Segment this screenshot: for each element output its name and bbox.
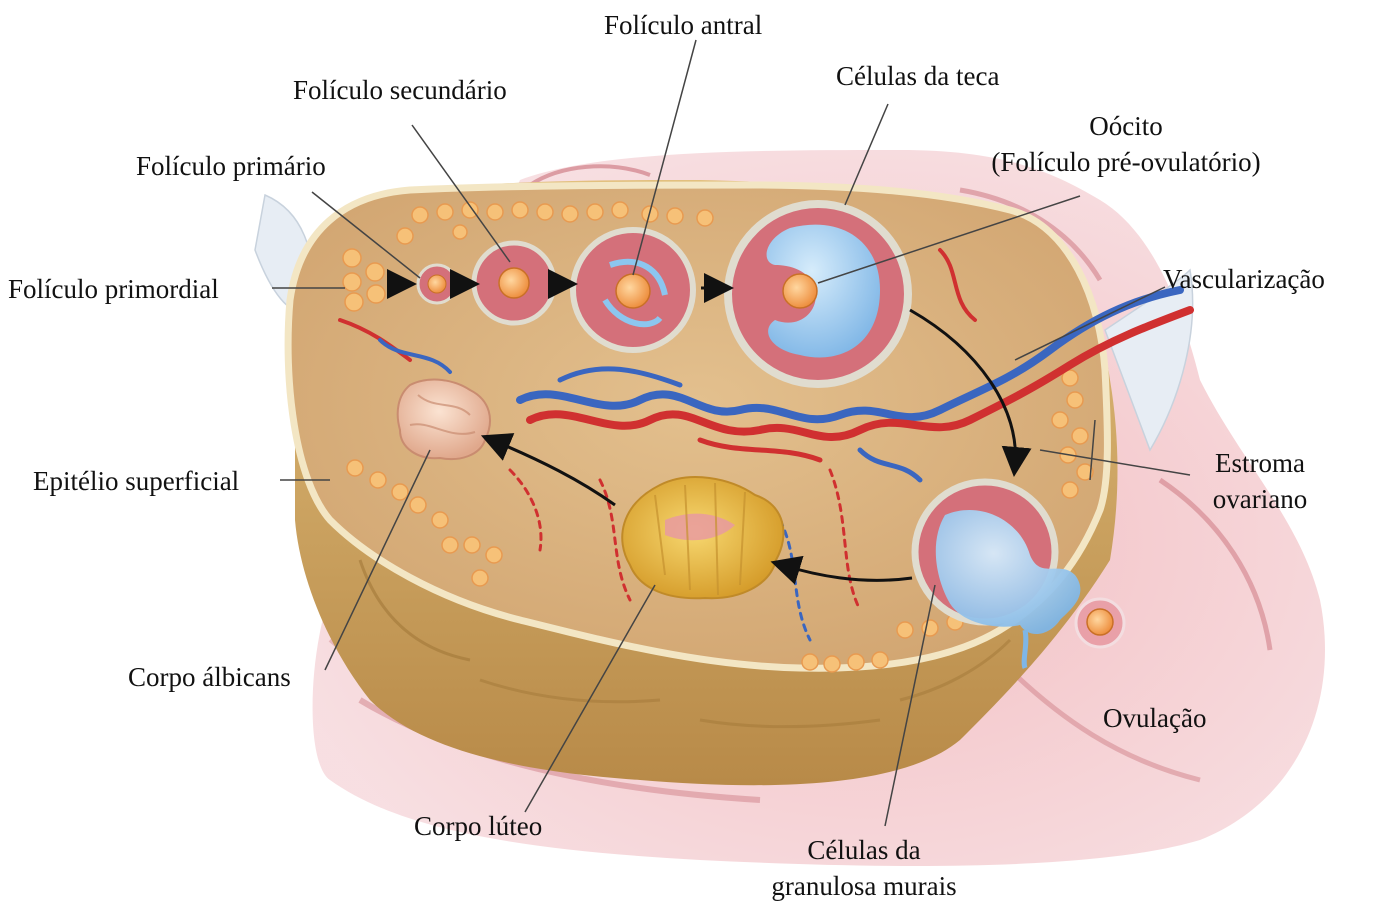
label-celulas-teca: Células da teca bbox=[836, 58, 999, 94]
label-corpo-albicans: Corpo álbicans bbox=[128, 659, 291, 695]
label-granulosa-line2: granulosa murais bbox=[746, 868, 982, 904]
primary-follicle bbox=[418, 265, 456, 303]
label-vascularizacao: Vascularização bbox=[1163, 261, 1325, 297]
label-estroma-line1: Estroma bbox=[1195, 445, 1325, 481]
preovulatory-follicle bbox=[728, 204, 908, 384]
antral-follicle bbox=[573, 230, 693, 350]
secondary-follicle bbox=[474, 243, 554, 323]
label-celulas-granulosa-murais: Células da granulosa murais bbox=[746, 832, 982, 904]
label-estroma-line2: ovariano bbox=[1195, 481, 1325, 517]
label-estroma-ovariano: Estroma ovariano bbox=[1195, 445, 1325, 517]
label-granulosa-line1: Células da bbox=[746, 832, 982, 868]
label-foliculo-antral: Folículo antral bbox=[604, 7, 762, 43]
label-ovulacao: Ovulação bbox=[1103, 700, 1206, 736]
label-oocito-line1: Oócito bbox=[964, 108, 1288, 144]
label-foliculo-primordial: Folículo primordial bbox=[8, 271, 219, 307]
label-oocito-line2: (Folículo pré-ovulatório) bbox=[964, 144, 1288, 180]
label-epitelio-superficial: Epitélio superficial bbox=[33, 463, 239, 499]
label-oocito: Oócito (Folículo pré-ovulatório) bbox=[964, 108, 1288, 180]
label-foliculo-primario: Folículo primário bbox=[136, 148, 326, 184]
label-corpo-luteo: Corpo lúteo bbox=[414, 808, 542, 844]
label-foliculo-secundario: Folículo secundário bbox=[293, 72, 507, 108]
